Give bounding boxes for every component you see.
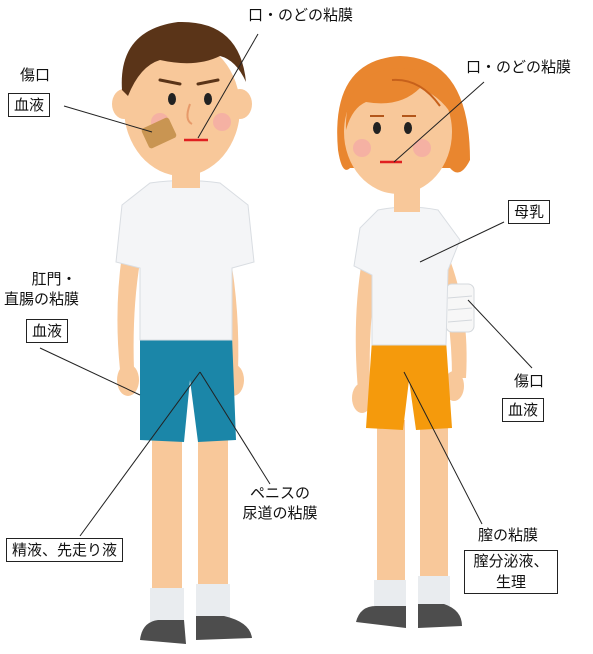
girl-wound-fluid-box: 血液 <box>502 398 545 422</box>
boy-wound-line <box>63 105 153 133</box>
girl-left-cheek <box>353 139 371 157</box>
boy-mouth-line <box>197 33 259 139</box>
boy-left-leg <box>152 430 182 600</box>
boy-left-brow <box>158 78 182 86</box>
girl-right-shoe <box>418 604 462 628</box>
boy-left-arm <box>117 255 140 370</box>
girl-mouth-throat-label: 口・のどの粘膜 <box>466 58 572 76</box>
girl-left-sock <box>374 580 406 610</box>
boy-nose <box>186 103 193 125</box>
girl-bandage-wraps <box>447 295 473 323</box>
boy-wound-label: 傷口 <box>20 66 51 84</box>
girl-vagina-fluid-line1: 膣分泌液、 <box>473 552 549 570</box>
girl-shorts <box>366 340 452 430</box>
boy-anus-label-line2: 直腸の粘膜 <box>4 290 80 308</box>
boy-figure <box>112 21 255 644</box>
boy-left-hand <box>117 364 139 396</box>
boy-right-brow <box>196 78 220 86</box>
girl-vagina-fluid-line2: 生理 <box>495 573 526 591</box>
boy-left-eye <box>168 93 176 105</box>
boy-right-eye <box>204 93 212 105</box>
girl-right-cheek <box>413 139 431 157</box>
boy-hair <box>121 21 246 96</box>
boy-right-shoe <box>196 616 252 640</box>
boy-mouth-throat-label: 口・のどの粘膜 <box>248 6 354 24</box>
girl-right-sock <box>418 576 450 606</box>
callout-lines <box>39 33 533 537</box>
girl-vagina-line <box>403 371 483 525</box>
girl-milk-line <box>419 221 505 263</box>
girl-right-eye <box>404 122 412 134</box>
girl-left-leg <box>377 420 405 595</box>
girl-vagina-fluid-box: 膣分泌液、 生理 <box>464 550 558 594</box>
girl-mouth-line <box>393 81 485 163</box>
boy-penis-label-line2: 尿道の粘膜 <box>242 504 318 522</box>
boy-anus-fluid-box: 血液 <box>26 319 69 343</box>
girl-shirt <box>353 206 461 346</box>
boy-right-sock <box>196 584 230 618</box>
girl-wound-line <box>467 299 533 369</box>
girl-hair-front <box>345 68 456 130</box>
girl-left-shoe <box>356 606 406 628</box>
girl-figure <box>337 56 475 628</box>
girl-breast-milk-box: 母乳 <box>508 200 551 224</box>
boy-shirt <box>115 180 255 341</box>
boy-anus-label-line1: 肛門・ <box>31 270 77 288</box>
boy-anus-line <box>39 347 141 396</box>
girl-wound-label: 傷口 <box>514 372 545 390</box>
boy-left-shoe <box>140 620 186 644</box>
boy-semen-box: 精液、先走り液 <box>6 538 124 562</box>
boy-penis-line <box>199 371 271 485</box>
girl-hair-strand <box>391 78 441 107</box>
girl-left-hand <box>352 383 372 413</box>
boy-cheek-bandage <box>141 117 177 149</box>
boy-wound-fluid-box: 血液 <box>8 93 51 117</box>
boy-right-leg <box>198 430 228 600</box>
girl-right-leg <box>420 420 448 595</box>
girl-left-eye <box>373 122 381 134</box>
boy-penis-label-line1: ペニスの <box>249 484 310 502</box>
girl-vagina-label: 膣の粘膜 <box>478 526 539 544</box>
boy-right-cheek <box>213 113 231 131</box>
boy-semen-line <box>79 371 201 537</box>
boy-left-sock <box>150 588 184 622</box>
